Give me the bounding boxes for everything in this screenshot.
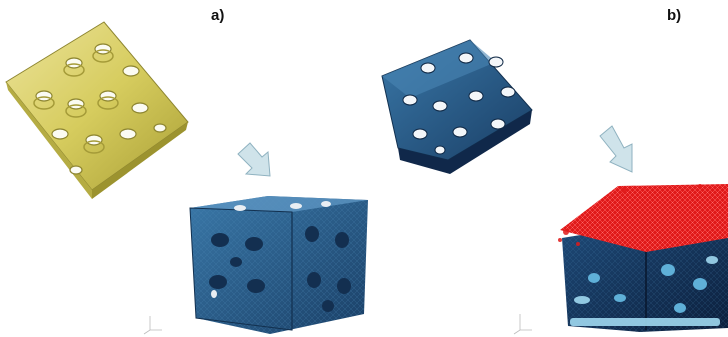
arrow-a bbox=[237, 142, 271, 177]
blue-mesh-scaffold-a bbox=[189, 196, 368, 334]
panel-b-label: b) bbox=[667, 7, 682, 24]
panel-a-label: a) bbox=[211, 7, 225, 24]
loaded-mesh-scaffold-b bbox=[558, 184, 728, 332]
yellow-scaffold bbox=[5, 21, 189, 199]
axis-triad-a bbox=[143, 316, 162, 335]
arrow-b bbox=[599, 125, 633, 173]
blue-scaffold-cube bbox=[381, 39, 533, 174]
axis-triad-b bbox=[513, 314, 532, 335]
